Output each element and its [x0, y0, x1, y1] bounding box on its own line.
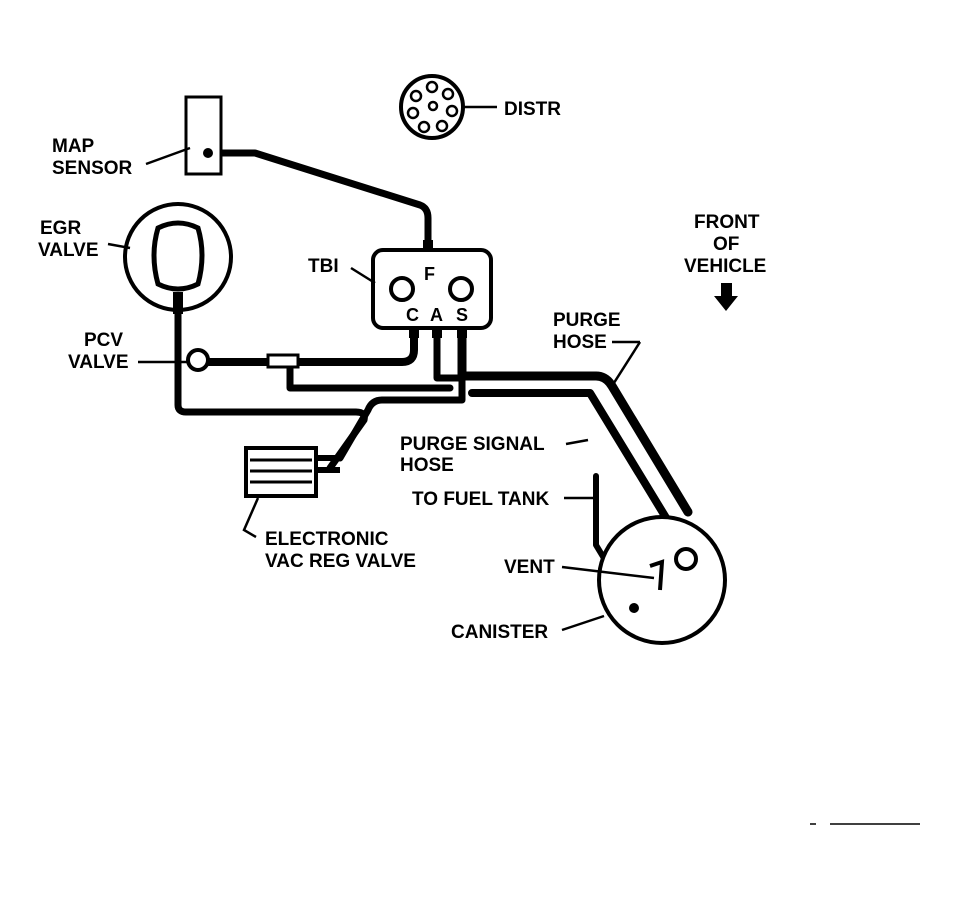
electronic-vac-reg-valve: [244, 446, 342, 498]
vac-reg-label-1: ELECTRONIC: [265, 529, 389, 550]
purge-signal-label-1: PURGE SIGNAL: [400, 434, 545, 455]
map-hose: [204, 149, 432, 248]
purge-signal-label-2: HOSE: [400, 455, 454, 476]
tbi-port-f: F: [424, 264, 435, 284]
purge-hose-label-1: PURGE: [553, 310, 621, 331]
canister-label: CANISTER: [451, 622, 548, 643]
pcv-valve-label-2: VALVE: [68, 352, 129, 373]
distributor: [399, 74, 465, 140]
tbi-leader: [350, 266, 376, 285]
map-leader: [145, 146, 191, 166]
pcv-tee-hose: [286, 358, 454, 392]
vac-reg-upper-hose: [336, 376, 466, 462]
tbi-port-c: C: [406, 305, 419, 325]
canister: [597, 515, 727, 645]
front-arrow-icon: [714, 283, 738, 311]
vent-leader: [561, 565, 655, 580]
purge-hose-leader-2: [610, 341, 642, 387]
labels: MAP SENSOR DISTR EGR VALVE TBI F C A S F…: [38, 99, 766, 643]
vent-label: VENT: [504, 557, 555, 578]
tbi-unit: [371, 240, 493, 338]
tbi-label: TBI: [308, 256, 339, 277]
map-sensor-label-2: SENSOR: [52, 158, 133, 179]
map-sensor-label-1: MAP: [52, 136, 95, 157]
front-label-2: OF: [713, 234, 739, 255]
hoses: [174, 149, 693, 611]
egr-valve-label-2: VALVE: [38, 240, 99, 261]
vac-reg-leader: [242, 497, 260, 539]
purge-signal-leader: [565, 438, 589, 446]
purge-hose-label-2: HOSE: [553, 332, 607, 353]
vac-reg-label-2: VAC REG VALVE: [265, 551, 416, 572]
map-sensor: [184, 95, 223, 176]
front-label-3: VEHICLE: [684, 256, 766, 277]
canister-leader: [561, 614, 605, 632]
egr-valve-label-1: EGR: [40, 218, 81, 239]
purge-signal-hose: [468, 389, 686, 548]
fuel-tank-label: TO FUEL TANK: [412, 489, 550, 510]
a-port-hose: [433, 332, 464, 382]
tbi-port-s: S: [456, 305, 468, 325]
pcv-valve-label-1: PCV: [84, 330, 123, 351]
purge-hose: [457, 331, 693, 517]
pcv-valve: [186, 348, 300, 372]
egr-hose: [174, 296, 368, 472]
egr-leader: [107, 242, 131, 250]
leader-lines: [107, 105, 920, 825]
front-label-1: FRONT: [694, 212, 760, 233]
tbi-port-a: A: [430, 305, 443, 325]
egr-valve: [123, 202, 233, 314]
distributor-label: DISTR: [504, 99, 561, 120]
pcv-hose: [201, 332, 418, 366]
